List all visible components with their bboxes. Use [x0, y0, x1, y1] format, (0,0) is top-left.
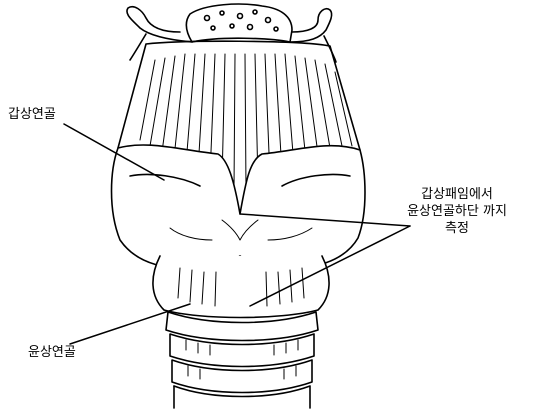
measurement-note: 갑상패임에서 윤상연골하단 까지 측정: [372, 186, 542, 237]
thyroid-cartilage-label: 갑상연골: [8, 106, 56, 123]
tracheal-rings: [170, 334, 314, 408]
measurement-note-line-2: 윤상연골하단 까지: [372, 203, 542, 220]
measurement-note-line-3: 측정: [372, 220, 542, 237]
cricoid-cartilage-label: 윤상연골: [28, 344, 76, 361]
hyoid-bone: [127, 4, 336, 62]
thyroid-cartilage-shape: [112, 145, 366, 268]
measurement-note-line-1: 갑상패임에서: [372, 186, 542, 203]
